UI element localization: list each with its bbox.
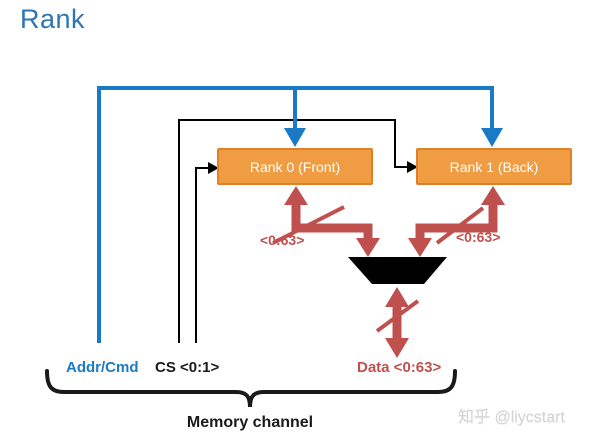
data-bus-channel-connector: [375, 287, 420, 358]
data-bus-rank0-down-arrowhead-icon: [356, 238, 380, 257]
mux-trapezoid: [348, 257, 447, 284]
bus-width-label-right: <0:63>: [456, 229, 501, 245]
cs-connector-rank0: [195, 162, 219, 343]
rank0-box: Rank 0 (Front): [217, 148, 373, 185]
cs-connector-rank1: [178, 119, 418, 343]
page-title: Rank: [20, 4, 86, 34]
data-bus-rank1-connector: [408, 186, 505, 257]
addr-cmd-label: Addr/Cmd: [66, 359, 139, 376]
data-bus-channel-down-arrowhead-icon: [385, 338, 409, 358]
bus-width-label-left: <0:63>: [260, 232, 305, 248]
data-bus-rank1-down-arrowhead-icon: [408, 238, 432, 257]
bus-width-slash-bottom-icon: [375, 299, 420, 333]
memory-channel-label: Memory channel: [186, 414, 314, 431]
cs-arrowhead-rank0-icon: [208, 162, 219, 174]
data-bus-rank0-connector: [272, 186, 380, 257]
addr-cmd-arrowhead-rank0-icon: [284, 128, 306, 147]
data-bus-channel-up-arrowhead-icon: [385, 287, 409, 307]
bus-width-slash-left-icon: [272, 205, 345, 245]
rank1-box-label: Rank 1 (Back): [449, 158, 539, 175]
addr-cmd-arrowhead-rank1-icon: [481, 128, 503, 147]
addr-cmd-connector: [97, 86, 503, 343]
data-bus-rank0-up-arrowhead-icon: [284, 186, 308, 205]
memory-channel-brace: [45, 369, 457, 408]
cs-arrowhead-rank1-icon: [407, 161, 418, 173]
rank1-box: Rank 1 (Back): [416, 148, 572, 185]
cs-label: CS <0:1>: [155, 359, 220, 376]
bus-width-slash-right-icon: [435, 206, 485, 245]
rank0-box-label: Rank 0 (Front): [249, 158, 341, 175]
watermark: 知乎 @liycstart: [458, 409, 565, 426]
data-bus-rank1-up-arrowhead-icon: [481, 186, 505, 205]
data-label: Data <0:63>: [357, 359, 442, 376]
